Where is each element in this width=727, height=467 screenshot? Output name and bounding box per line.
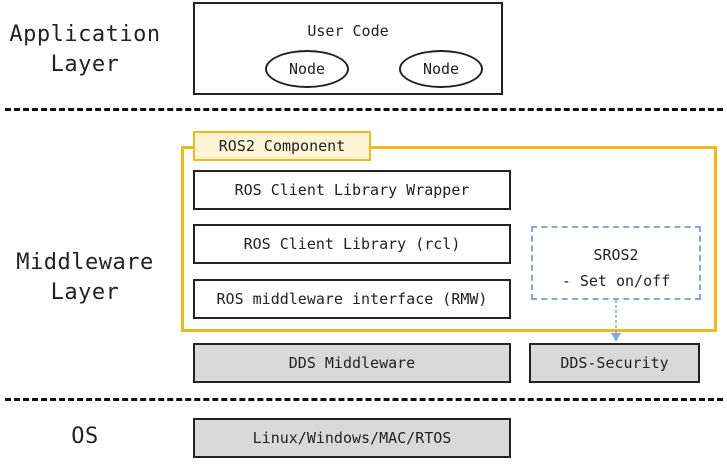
- dds-security-box: DDS-Security: [529, 343, 700, 383]
- sros2-arrowhead-icon: [611, 333, 621, 342]
- user-code-title: User Code: [307, 22, 389, 40]
- ros2-component-container: [181, 146, 717, 332]
- node-ellipse: Node: [399, 50, 483, 88]
- layer-divider: [5, 108, 723, 111]
- os-box: Linux/Windows/MAC/RTOS: [193, 418, 511, 458]
- application-layer-label: Application Layer: [0, 20, 170, 80]
- middleware-layer-label: Middleware Layer: [0, 248, 170, 308]
- node-label: Node: [422, 60, 460, 78]
- application-layer-label-line1: Application: [9, 22, 161, 47]
- sros2-box: SROS2 - Set on/off: [531, 226, 701, 300]
- sros2-arrow: [611, 300, 621, 342]
- layer-divider: [5, 398, 723, 401]
- ros2-component-label: ROS2 Component: [193, 131, 371, 161]
- client-library-rcl-box: ROS Client Library (rcl): [193, 224, 511, 264]
- dds-middleware-box: DDS Middleware: [193, 343, 511, 383]
- middleware-layer-label-line2: Layer: [50, 280, 120, 305]
- os-layer-label: OS: [71, 424, 99, 449]
- sros2-subtitle: - Set on/off: [561, 272, 671, 290]
- user-code-box: User Code Node Node: [193, 2, 503, 95]
- sros2-title: SROS2: [593, 246, 639, 264]
- node-label: Node: [288, 60, 326, 78]
- rmw-interface-box: ROS middleware interface (RMW): [193, 279, 511, 319]
- application-layer-label-line2: Layer: [50, 52, 120, 77]
- middleware-layer-label-line1: Middleware: [16, 250, 154, 275]
- node-ellipse: Node: [265, 50, 349, 88]
- client-library-wrapper-box: ROS Client Library Wrapper: [193, 170, 511, 210]
